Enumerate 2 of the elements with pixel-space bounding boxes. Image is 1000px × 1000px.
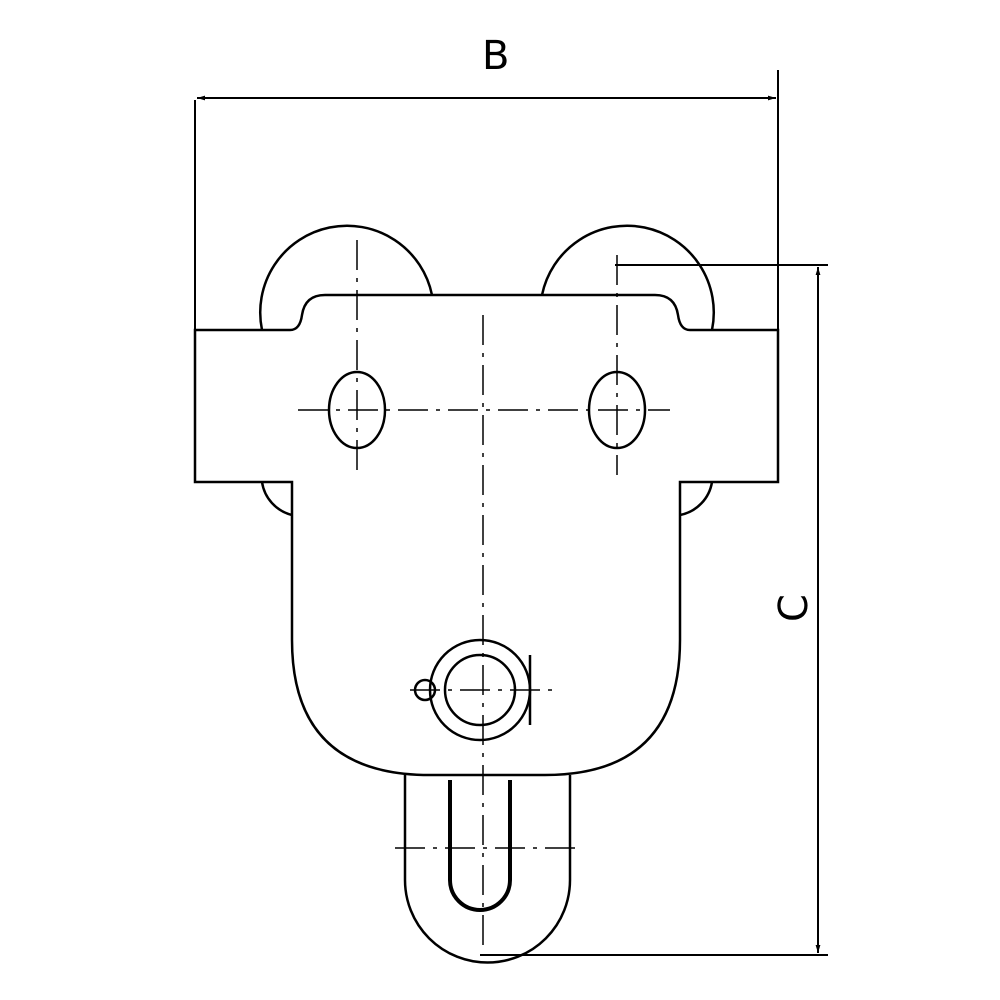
dimension-label: B	[482, 36, 510, 76]
dimension-label: C	[774, 594, 814, 622]
